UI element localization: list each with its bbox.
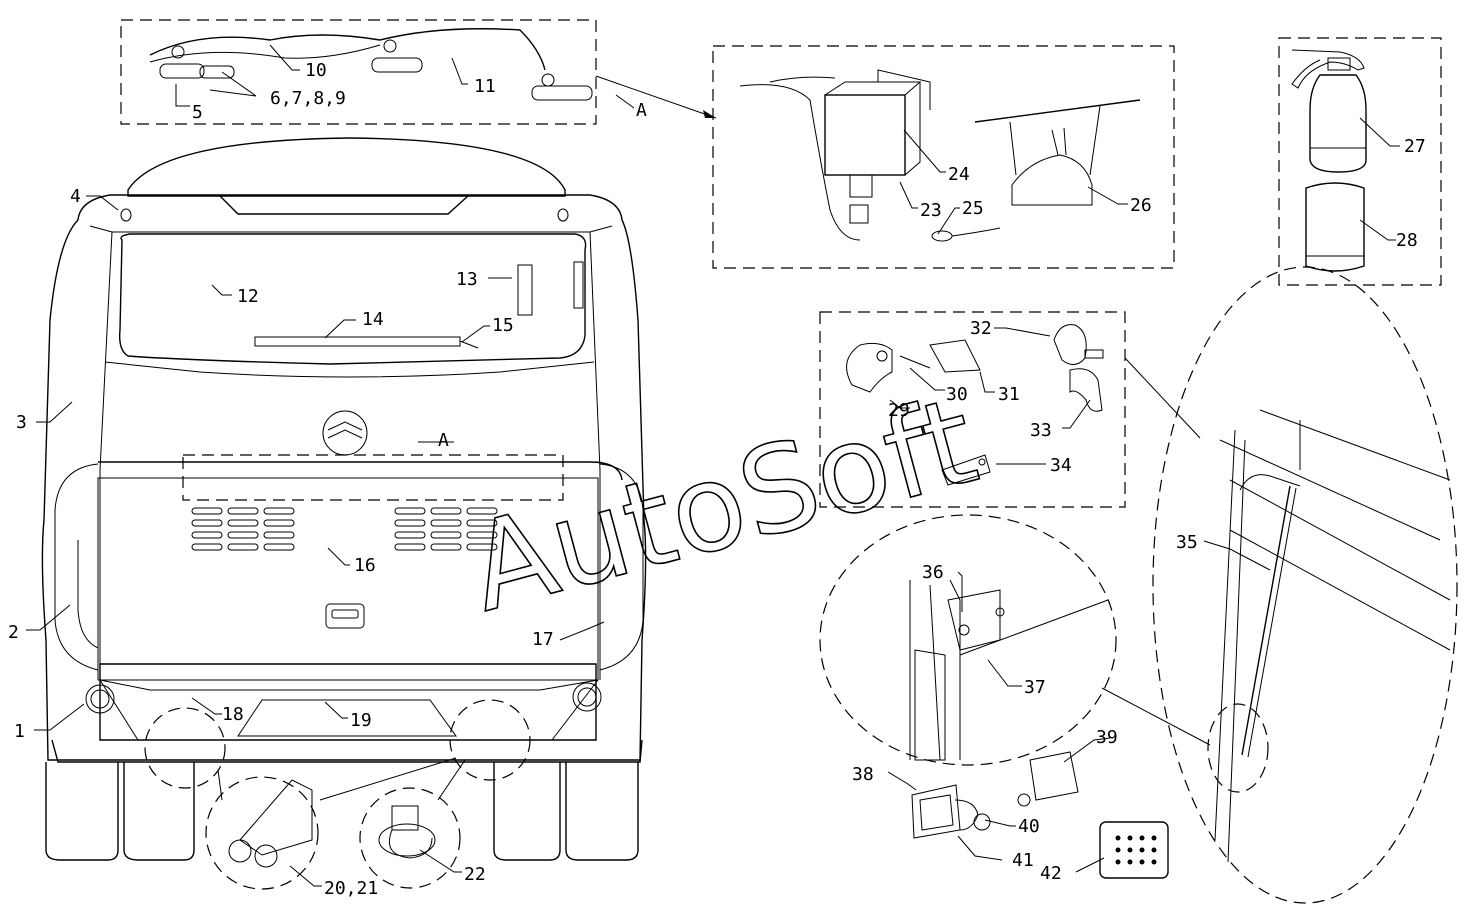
wiper-linkage-detail [120, 19, 717, 125]
electrical-detail-box [712, 45, 1175, 269]
label-39: 39 [1096, 727, 1118, 748]
fire-extinguisher-box [1278, 37, 1442, 286]
label-12: 12 [237, 286, 259, 307]
label-10: 10 [305, 60, 327, 81]
label-15: 15 [492, 315, 514, 336]
label-22: 22 [464, 864, 486, 885]
label-ref-a-bus: A [438, 430, 449, 451]
label-32: 32 [970, 318, 992, 339]
small-parts [911, 751, 1169, 879]
label-30: 30 [946, 384, 968, 405]
bus-rear-view [41, 137, 647, 890]
label-1: 1 [14, 721, 25, 742]
label-18: 18 [222, 704, 244, 725]
label-33: 33 [1030, 420, 1052, 441]
label-29: 29 [888, 400, 910, 421]
label-ref-a-top: A [636, 100, 647, 121]
label-27: 27 [1404, 136, 1426, 157]
label-17: 17 [532, 629, 554, 650]
label-24: 24 [948, 164, 970, 185]
label-37: 37 [1024, 677, 1046, 698]
label-23: 23 [920, 200, 942, 221]
label-16: 16 [354, 555, 376, 576]
gas-strut-circle-detail [1101, 266, 1458, 904]
hardware-detail-box [819, 311, 1126, 508]
label-40: 40 [1018, 816, 1040, 837]
label-3: 3 [16, 412, 27, 433]
label-31: 31 [998, 384, 1020, 405]
label-35: 35 [1176, 532, 1198, 553]
label-14: 14 [362, 309, 384, 330]
label-25: 25 [962, 198, 984, 219]
label-28: 28 [1396, 230, 1418, 251]
label-4: 4 [70, 186, 81, 207]
part-labels: 1 2 3 4 5 6,7,8,9 10 11 12 13 14 15 16 1… [8, 60, 1426, 899]
label-13: 13 [456, 269, 478, 290]
label-36: 36 [922, 562, 944, 583]
label-5: 5 [192, 102, 203, 123]
label-2: 2 [8, 622, 19, 643]
label-42: 42 [1040, 863, 1062, 884]
label-34: 34 [1050, 455, 1072, 476]
label-6-7-8-9: 6,7,8,9 [270, 88, 346, 109]
label-38: 38 [852, 764, 874, 785]
latch-circle-detail [819, 514, 1117, 766]
label-20-21: 20,21 [324, 878, 378, 899]
leader-lines [26, 44, 1400, 887]
label-19: 19 [350, 710, 372, 731]
label-41: 41 [1012, 850, 1034, 871]
label-26: 26 [1130, 195, 1152, 216]
label-11: 11 [474, 76, 496, 97]
